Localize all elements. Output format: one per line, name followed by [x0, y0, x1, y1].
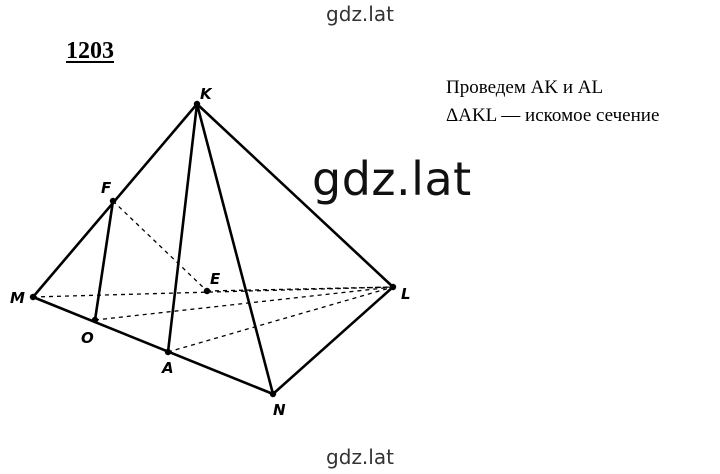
point-L	[389, 283, 397, 291]
point-M	[29, 293, 37, 301]
problem-number: 1203	[66, 38, 114, 64]
hidden-edges	[32, 200, 394, 353]
watermark-bottom: gdz.lat	[326, 445, 394, 469]
edge-KL	[195, 102, 395, 289]
vertex-points	[29, 100, 397, 398]
edge-ML	[32, 286, 394, 298]
edge-EL	[206, 286, 394, 292]
point-E	[203, 287, 211, 295]
edge-AL	[167, 286, 394, 353]
edge-KN	[195, 102, 275, 396]
point-A	[164, 348, 172, 356]
label-K: K	[200, 85, 213, 103]
watermark-top: gdz.lat	[326, 2, 394, 26]
point-K	[193, 100, 201, 108]
watermark-center: gdz.lat	[312, 152, 472, 206]
point-N	[269, 390, 277, 398]
label-A: A	[161, 359, 174, 377]
solution-text: Проведем AK и AL ΔAKL — искомое сечение	[446, 74, 659, 130]
label-N: N	[273, 401, 286, 419]
point-O	[91, 316, 99, 324]
edge-NL	[271, 285, 395, 396]
point-F	[109, 197, 117, 205]
visible-edges	[31, 102, 395, 396]
edge-MN	[31, 295, 275, 396]
solution-line-2: ΔAKL — искомое сечение	[446, 105, 660, 126]
label-O: O	[81, 329, 94, 347]
edge-FO	[93, 199, 115, 322]
solution-line-1: Проведем AK и AL	[446, 77, 604, 98]
label-M: M	[10, 289, 25, 307]
label-E: E	[210, 270, 221, 288]
edge-OL	[94, 286, 394, 321]
edge-KA	[166, 102, 199, 354]
label-F: F	[101, 179, 112, 197]
vertex-labels: K F M E L O A N	[10, 85, 411, 419]
edge-FE	[112, 200, 208, 292]
label-L: L	[401, 285, 411, 303]
